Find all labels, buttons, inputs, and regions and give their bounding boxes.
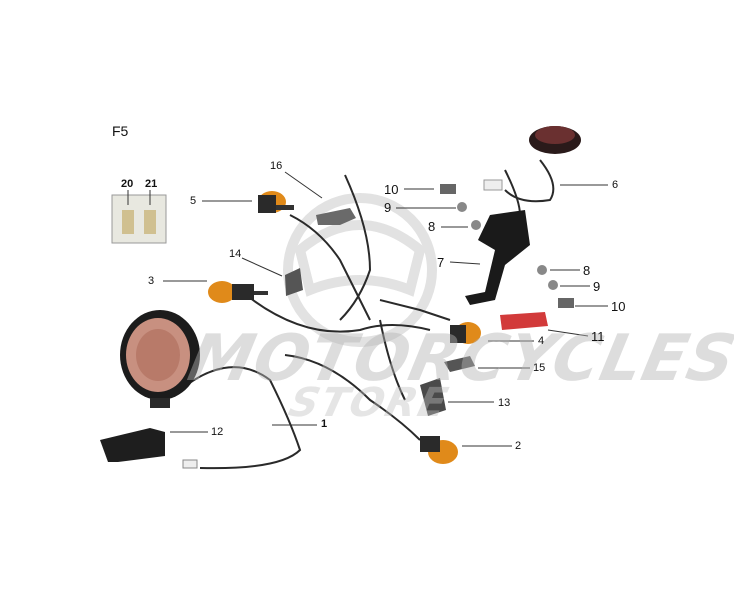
bracket-14 — [285, 268, 303, 296]
callout-15: 15 — [533, 362, 546, 374]
callout-9-lower: 9 — [593, 279, 601, 294]
connector-plug — [182, 459, 198, 469]
callout-7: 7 — [437, 255, 445, 270]
callout-14: 14 — [229, 248, 242, 260]
callout-11: 11 — [591, 329, 605, 344]
callout-13: 13 — [498, 397, 511, 409]
tail-light — [483, 126, 581, 191]
watermark-helmet — [283, 193, 437, 347]
bulbs-box — [111, 194, 167, 244]
callout-10-upper: 10 — [384, 182, 399, 197]
bracket-16 — [316, 208, 356, 225]
turn-signal-rear-right — [450, 322, 481, 344]
reflector — [500, 312, 548, 330]
callout-6: 6 — [612, 179, 619, 191]
turn-signal-front-right — [420, 436, 458, 464]
callout-20: 20 — [121, 178, 134, 190]
hardware — [440, 184, 574, 308]
callout-8-lower: 8 — [583, 263, 591, 278]
license-bracket — [465, 210, 530, 305]
callout-2: 2 — [515, 440, 522, 452]
callout-4: 4 — [538, 335, 545, 347]
callout-9-upper: 9 — [384, 200, 392, 215]
callout-12: 12 — [211, 426, 224, 438]
section-label: F5 — [112, 123, 129, 139]
turn-signal-front-left — [258, 191, 294, 213]
headlight-bracket — [100, 428, 165, 462]
bracket-13 — [420, 378, 446, 416]
callout-5: 5 — [190, 195, 197, 207]
watermark-text-main: MOTORCYCLES — [182, 322, 734, 396]
callout-16: 16 — [270, 160, 283, 172]
callout-1: 1 — [321, 418, 328, 430]
callout-8-upper: 8 — [428, 219, 436, 234]
leader-lines — [127, 171, 608, 447]
turn-signal-rear-left — [208, 281, 268, 303]
callout-21: 21 — [145, 178, 158, 190]
callout-10-lower: 10 — [611, 299, 626, 314]
watermark-text-sub: STORE — [284, 380, 454, 426]
callout-3: 3 — [148, 275, 155, 287]
bracket-15 — [444, 356, 475, 372]
headlight-assembly — [120, 310, 200, 408]
